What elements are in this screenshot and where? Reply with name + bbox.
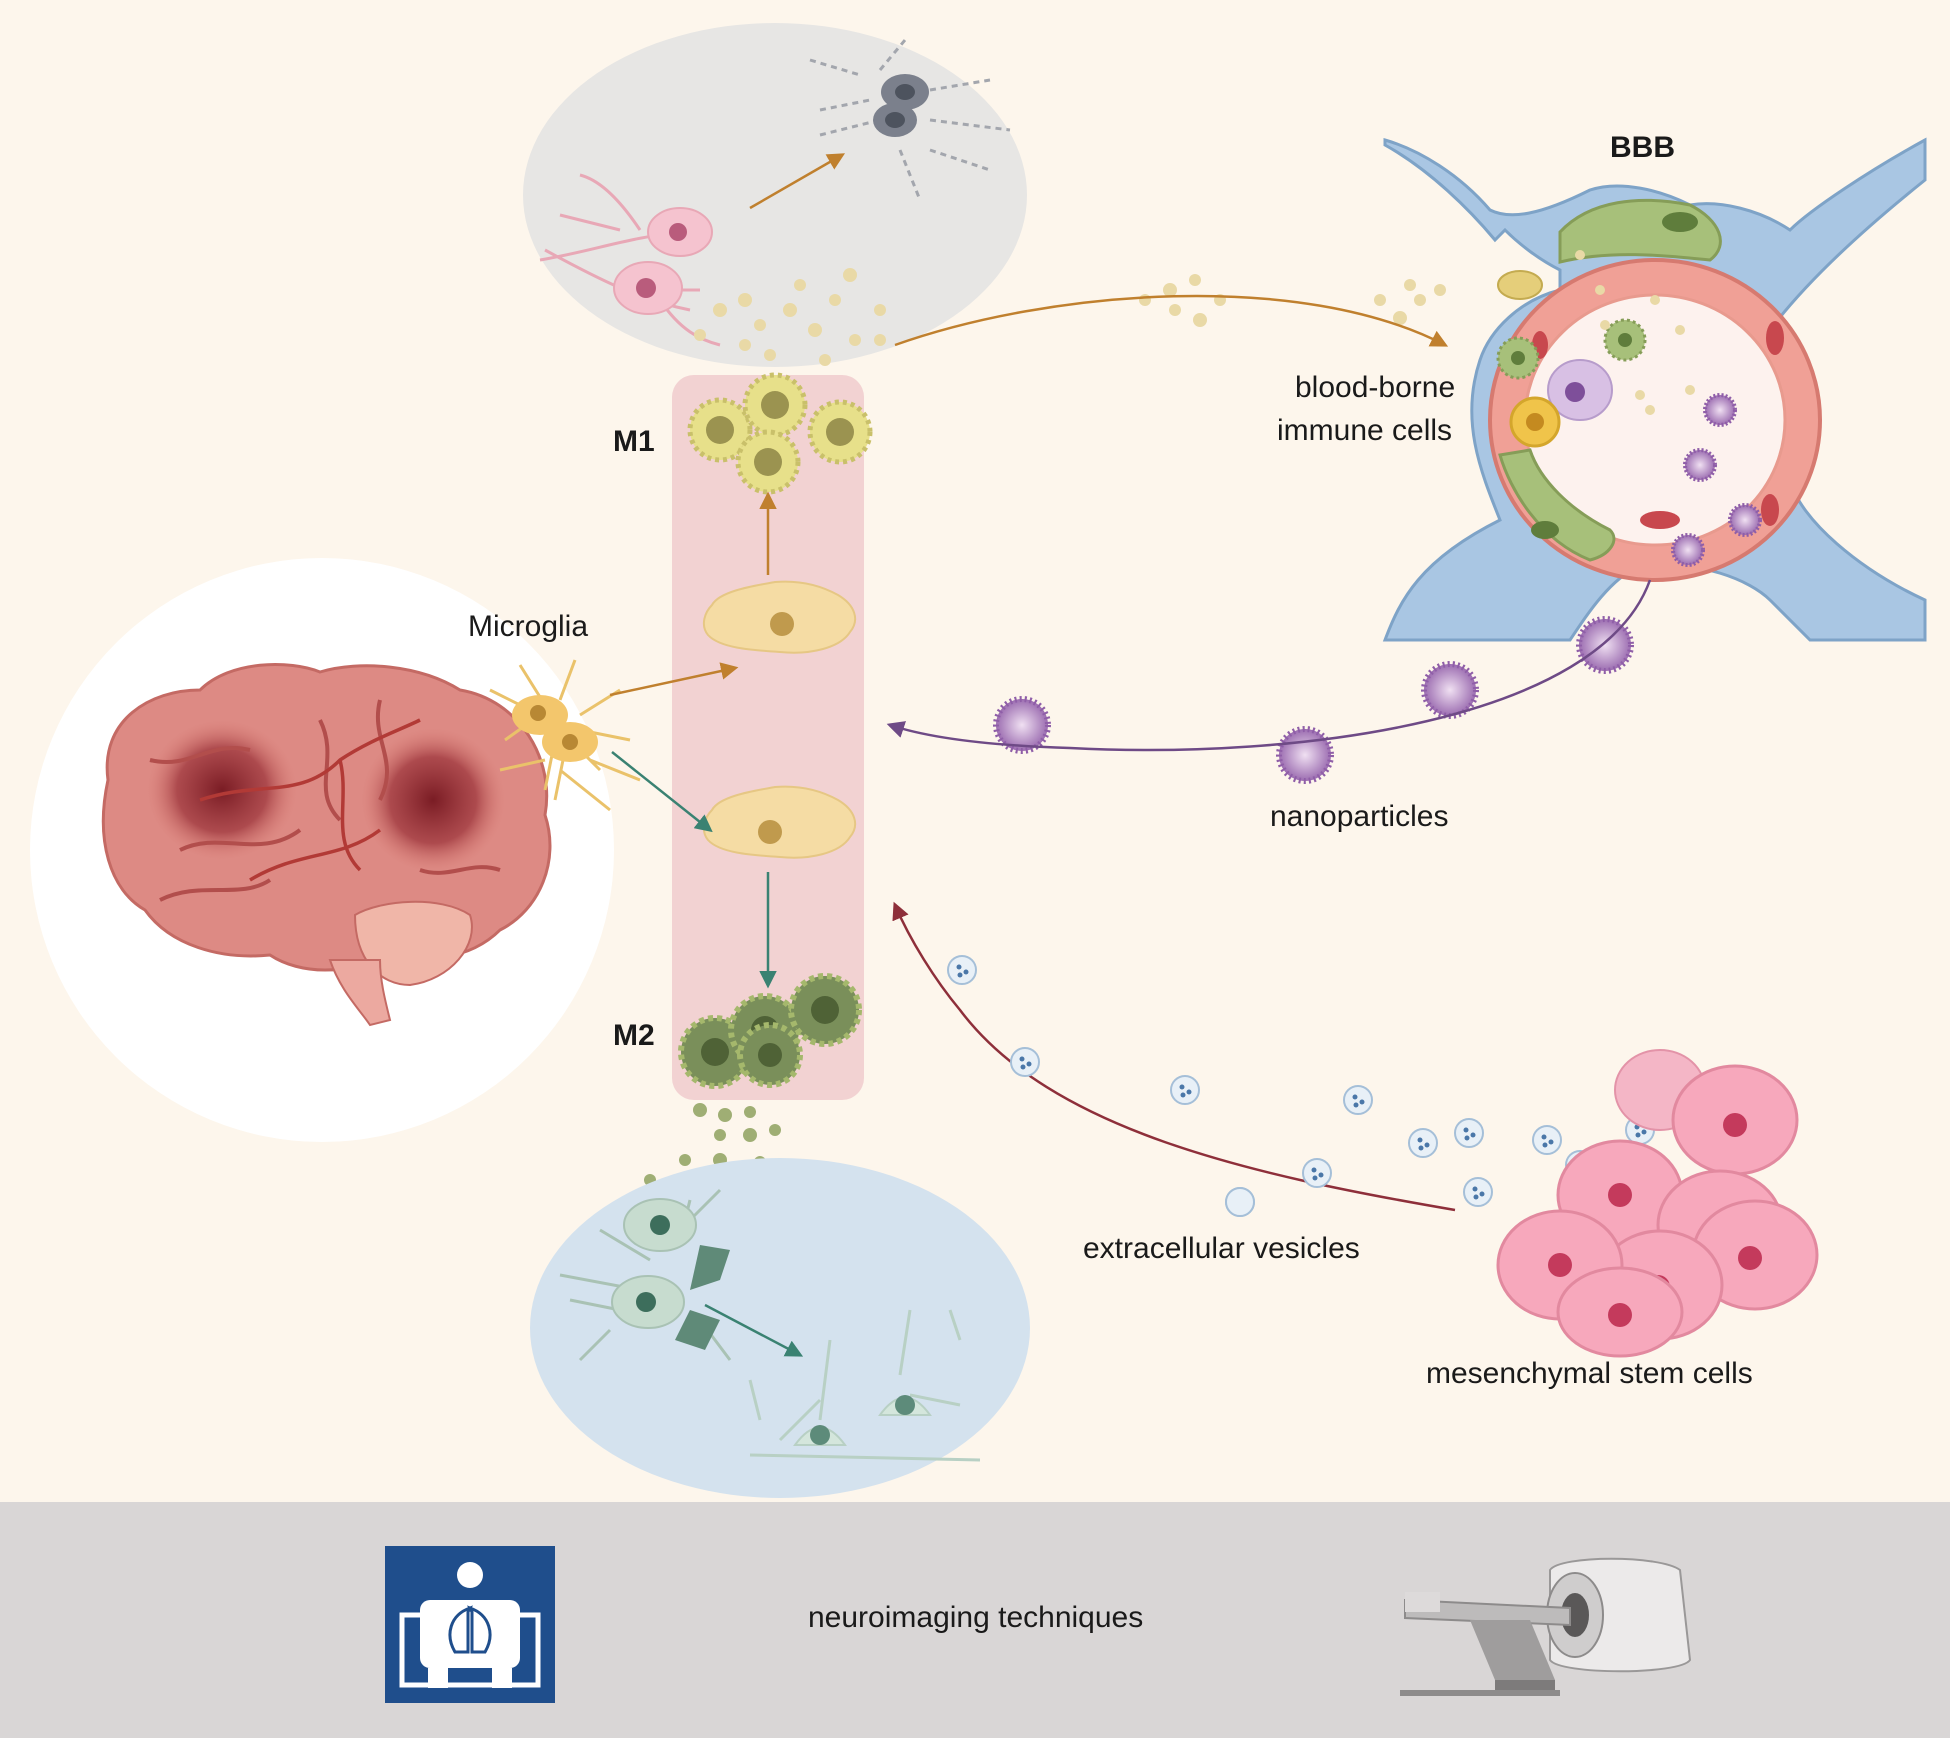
neuron-death-arrow xyxy=(749,153,846,210)
healthy-neurons xyxy=(748,1309,981,1462)
m2-label: M2 xyxy=(613,1019,655,1052)
neuron-cluster-bottom xyxy=(559,1188,732,1362)
microglia-to-m2-arrow xyxy=(611,751,713,833)
neuroimaging-label: neuroimaging techniques xyxy=(808,1601,1143,1634)
m1-label: M1 xyxy=(613,425,655,458)
proinflammatory-particles xyxy=(694,268,886,366)
polarization-column xyxy=(672,375,864,1100)
mesenchymal-stem-cells-icon xyxy=(1496,1049,1819,1358)
blood-borne-label-line1: blood-borne xyxy=(1295,371,1455,404)
dead-neuron-icon xyxy=(809,39,1011,201)
transport-particles xyxy=(1139,274,1446,327)
xray-icon xyxy=(385,1546,555,1703)
resting-microglia-upper-nucleus xyxy=(770,612,794,636)
m1-microglia-cluster xyxy=(687,372,873,495)
neuron-repair-arrow xyxy=(704,1303,804,1357)
microglia-icon xyxy=(489,659,641,812)
neuron-cluster-top xyxy=(539,173,721,347)
microglia-label: Microglia xyxy=(468,610,588,643)
nanoparticles-label: nanoparticles xyxy=(1270,800,1448,833)
resting-microglia-lower-nucleus xyxy=(758,820,782,844)
bbb-label: BBB xyxy=(1610,131,1675,164)
m2-microglia-cluster xyxy=(678,973,862,1089)
bbb-vessel-icon xyxy=(1382,137,1927,642)
nanoparticle-arrow xyxy=(886,579,1652,752)
bbb-nanoparticles xyxy=(1671,393,1762,567)
brain-icon xyxy=(101,663,552,1027)
blood-borne-label-line2: immune cells xyxy=(1277,414,1452,447)
mesenchymal-stem-cells-label: mesenchymal stem cells xyxy=(1426,1357,1753,1390)
bbb-particles xyxy=(1575,250,1695,415)
resting-microglia-lower xyxy=(702,785,857,859)
to-bbb-arrow xyxy=(894,294,1449,347)
mri-scanner-icon xyxy=(1400,1557,1692,1696)
microglia-to-m1-arrow xyxy=(609,662,739,697)
extracellular-vesicles-label: extracellular vesicles xyxy=(1083,1232,1360,1265)
